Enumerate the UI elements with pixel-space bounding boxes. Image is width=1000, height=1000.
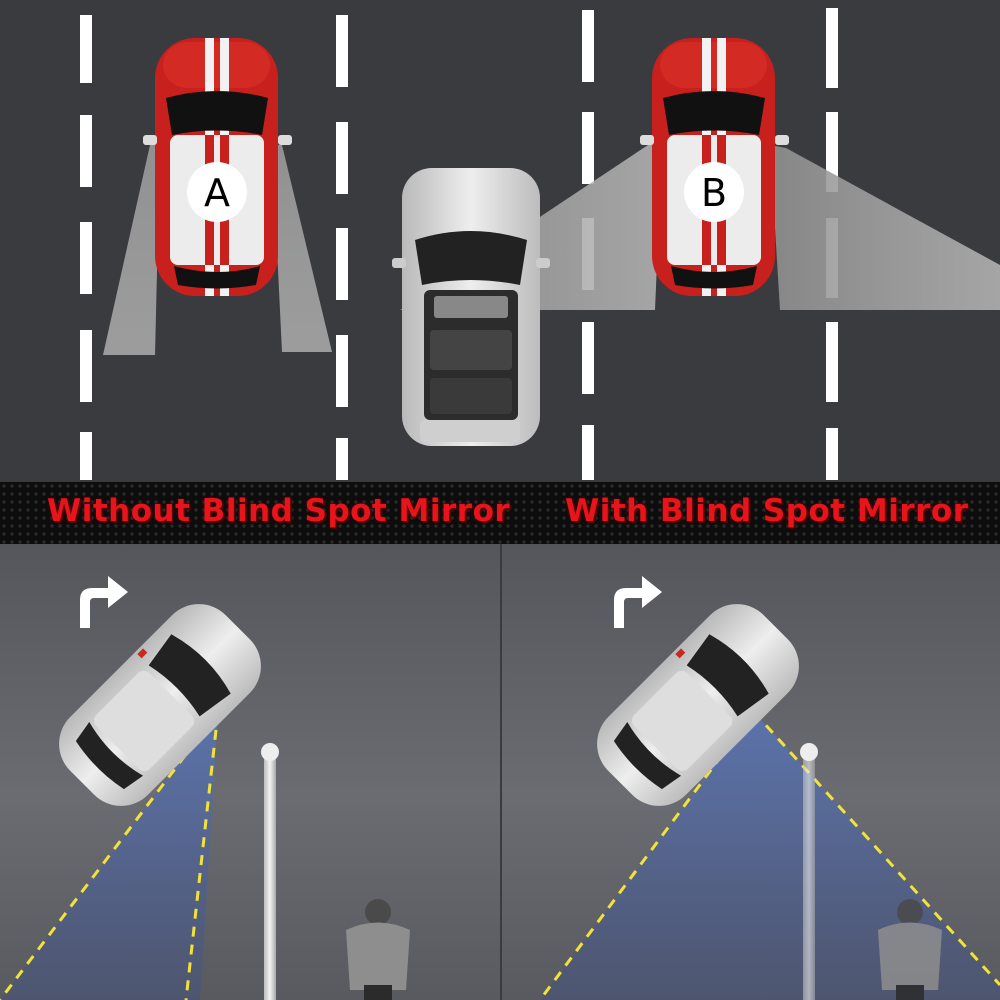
street-lamp-icon bbox=[261, 743, 279, 1000]
motorcycle-icon bbox=[346, 899, 410, 1000]
suv-icon bbox=[392, 168, 550, 446]
turn-right-arrow-icon bbox=[80, 576, 128, 628]
car-a-icon: A bbox=[143, 38, 292, 296]
mirror-view-left-a bbox=[103, 145, 160, 355]
car-b-icon: B bbox=[640, 38, 789, 296]
car-a-label: A bbox=[204, 171, 230, 215]
car-b-label: B bbox=[701, 171, 727, 215]
mirror-view-right-a bbox=[272, 145, 332, 352]
turn-right-arrow-icon bbox=[614, 576, 662, 628]
mirror-view-right-b bbox=[770, 145, 1000, 310]
